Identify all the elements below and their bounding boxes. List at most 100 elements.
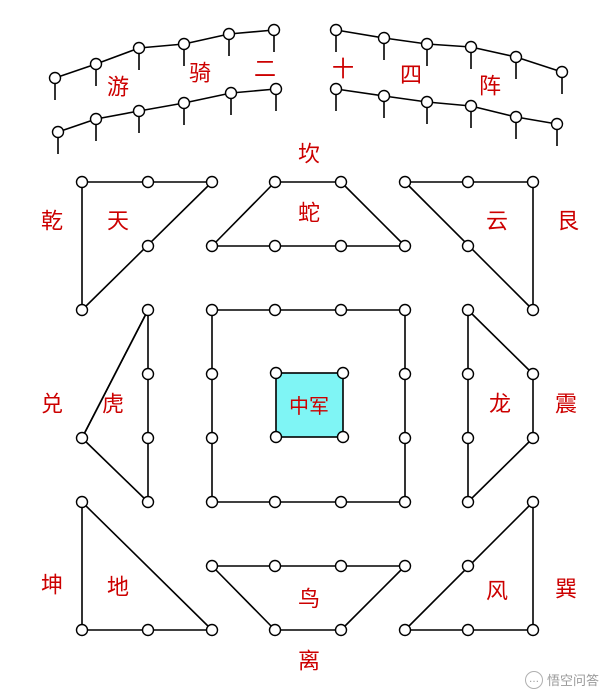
arc-row-1-edge [95,110,140,120]
arc-row-3-edge [335,88,385,97]
formation-long-node [461,303,475,317]
arc-row-0-edge [54,63,97,79]
arc-row-3-node [329,82,343,96]
trigram-kan: 坎 [298,143,320,168]
arc-row-0-edge [138,43,185,49]
formation-tian-node [205,175,219,189]
arc-row-0-node [222,27,236,41]
formation-hu-edge [81,437,149,503]
formation-she-edge [211,181,276,247]
formation-she: 蛇 [298,202,320,227]
formation-long-edge [467,437,534,503]
formation-niao-node [268,623,282,637]
arc-row-3-node [464,99,478,113]
chat-bubble-icon: … [524,670,543,689]
arc-row-0-node [267,23,281,37]
arc-row-1-edge [183,92,232,104]
arc-row-2-node [377,31,391,45]
formation-yun-node [526,303,540,317]
formation-niao-node [205,559,219,573]
arc-row-1-edge [57,118,97,133]
formation-di-node [75,495,89,509]
arc-row-3-node [420,95,434,109]
arc-row-3-edge [426,101,472,107]
arc-row-0-edge [183,33,230,45]
middle-square-node [268,495,282,509]
formation-yun-node [461,239,475,253]
arc-row-1-node [177,96,191,110]
formation-she-node [205,239,219,253]
center-command-box [275,372,344,438]
formation-long: 龙 [489,393,511,418]
arc-row-3-edge [383,95,428,103]
arc-label-er: 二 [254,58,276,83]
formation-feng-node [461,559,475,573]
arc-label-zhen: 阵 [479,75,501,100]
middle-square-node [205,431,219,445]
arc-row-0-edge [95,47,140,65]
formation-di-edge [81,501,213,631]
formation-di-node [205,623,219,637]
formation-hu: 虎 [102,393,124,418]
arc-row-2-edge [335,29,385,39]
arc-row-1-node [132,104,146,118]
formation-niao-node [334,623,348,637]
formation-long-node [461,431,475,445]
formation-niao-edge [340,565,406,631]
formation-hu-node [75,431,89,445]
diagram-nodes [48,23,569,637]
arc-row-3-node [550,117,564,131]
formation-long-node [461,367,475,381]
formation-tian-node [75,175,89,189]
formation-long-node [526,431,540,445]
arc-row-3-node [377,89,391,103]
formation-long-node [526,367,540,381]
arc-row-2-edge [426,43,472,48]
formation-hu-node [141,431,155,445]
center-command-node [269,366,283,380]
arc-row-1-edge [138,102,185,112]
watermark-text: 悟空问答 [546,674,599,689]
arc-label-qi: 骑 [189,62,211,87]
formation-niao: 鸟 [298,588,320,613]
middle-square-node [398,303,412,317]
arc-label-you: 游 [107,76,129,101]
formation-di: 地 [107,576,129,601]
trigram-qian: 乾 [41,210,63,235]
formation-yun-node [526,175,540,189]
arc-row-1-node [269,82,283,96]
arc-label-shi: 十 [332,58,354,83]
arc-label-si: 四 [400,64,422,89]
arc-row-1-node [51,125,65,139]
formation-yun: 云 [486,210,508,235]
middle-square-node [205,367,219,381]
center-command-node [336,366,350,380]
center-command-node [336,430,350,444]
arc-row-2-edge [383,37,428,45]
arc-row-2-node [329,23,343,37]
formation-feng: 风 [486,580,508,605]
arc-row-3-node [509,110,523,124]
formation-she-node [334,239,348,253]
arc-row-2-node [464,40,478,54]
formation-niao-node [268,559,282,573]
middle-square-node [334,495,348,509]
arc-row-2-node [509,50,523,64]
center-command-label: 中军 [289,394,329,418]
formation-di-node [141,623,155,637]
middle-square-node [398,495,412,509]
trigram-gen: 艮 [557,210,579,235]
middle-square-node [205,303,219,317]
arc-row-2-node [420,37,434,51]
trigram-kun: 坤 [41,574,63,599]
middle-square-node [268,303,282,317]
arc-row-0-node [177,37,191,51]
formation-she-node [268,175,282,189]
formation-di-node [75,623,89,637]
formation-yun-node [398,175,412,189]
formation-hu-node [141,495,155,509]
watermark: … 悟空问答 [524,670,599,689]
trigram-li: 离 [298,650,320,675]
formation-niao-node [398,559,412,573]
